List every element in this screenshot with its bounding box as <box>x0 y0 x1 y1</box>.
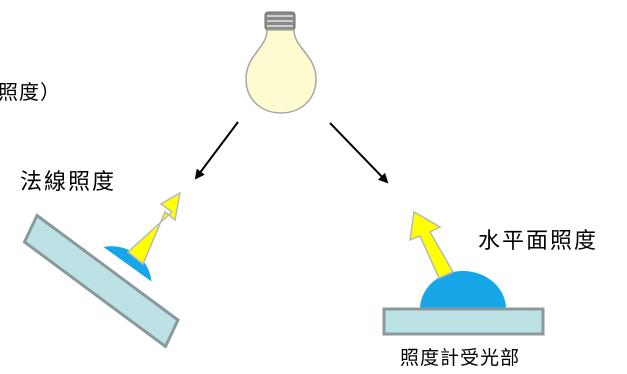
arrow-to-horizontal-sensor <box>329 122 389 184</box>
tilted-sensor-dome <box>103 246 152 282</box>
horizontal-light-arrow <box>409 210 455 279</box>
partial-illuminance-label: 照度） <box>0 80 61 104</box>
tilted-sensor <box>22 213 180 349</box>
normal-illuminance-label: 法線照度 <box>20 170 117 195</box>
bulb-glass <box>245 29 317 114</box>
horizontal-illuminance-label: 水平面照度 <box>478 229 599 254</box>
horizontal-sensor-dome <box>420 271 506 309</box>
horizontal-sensor-plate <box>382 307 545 336</box>
tilted-sensor-plate <box>22 213 180 349</box>
normal-light-arrow <box>126 191 182 266</box>
sensor-label: 照度計受光部 <box>400 347 521 369</box>
horizontal-sensor <box>382 271 545 336</box>
light-bulb-icon <box>245 11 317 114</box>
arrow-to-tilted-sensor <box>194 121 239 180</box>
